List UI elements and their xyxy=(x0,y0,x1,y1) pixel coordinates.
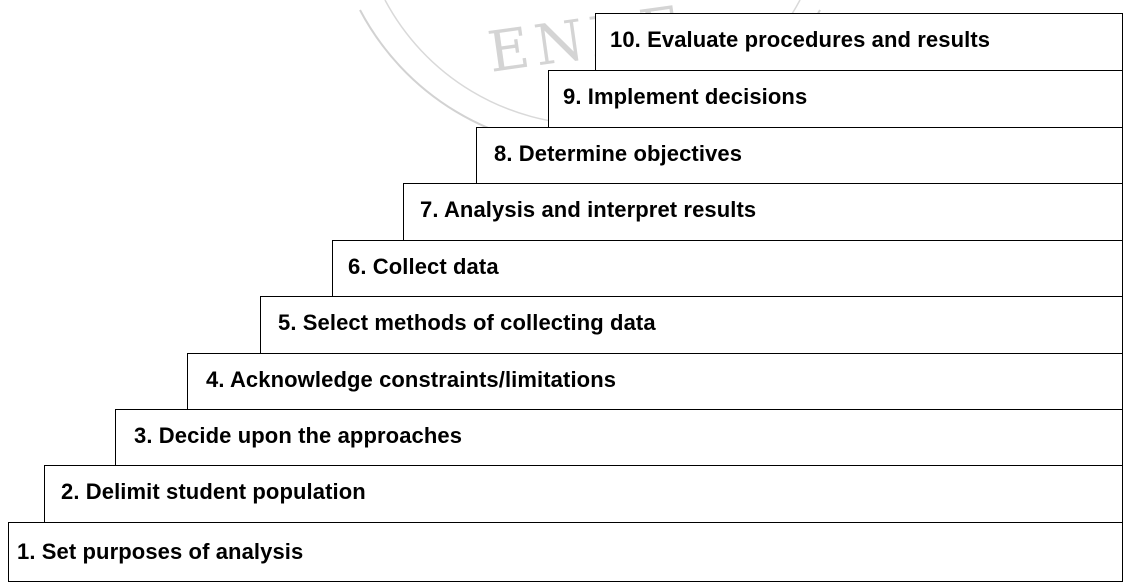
step-label: 10. Evaluate procedures and results xyxy=(610,27,991,52)
step-label: 7. Analysis and interpret results xyxy=(420,197,757,222)
step-4-acknowledge-constraints: 4. Acknowledge constraints/limitations xyxy=(187,353,1123,410)
step-label: 8. Determine objectives xyxy=(494,140,743,166)
step-2-delimit-population: 2. Delimit student population xyxy=(44,465,1123,523)
step-8-determine-objectives: 8. Determine objectives xyxy=(476,127,1123,184)
step-label: 2. Delimit student population xyxy=(61,479,366,504)
step-label: 3. Decide upon the approaches xyxy=(134,422,463,448)
step-label: 5. Select methods of collecting data xyxy=(278,310,656,335)
step-5-select-methods: 5. Select methods of collecting data xyxy=(260,296,1123,354)
step-label: 9. Implement decisions xyxy=(563,84,808,109)
step-1-set-purposes: 1. Set purposes of analysis xyxy=(8,522,1123,582)
step-9-implement-decisions: 9. Implement decisions xyxy=(548,70,1123,128)
step-6-collect-data: 6. Collect data xyxy=(332,240,1123,297)
step-label: 6. Collect data xyxy=(348,253,499,279)
step-7-analyse-results: 7. Analysis and interpret results xyxy=(403,183,1123,241)
step-10-evaluate-procedures: 10. Evaluate procedures and results xyxy=(595,13,1123,71)
step-label: 4. Acknowledge constraints/limitations xyxy=(206,366,617,392)
step-3-decide-approaches: 3. Decide upon the approaches xyxy=(115,409,1123,466)
step-label: 1. Set purposes of analysis xyxy=(17,539,304,564)
